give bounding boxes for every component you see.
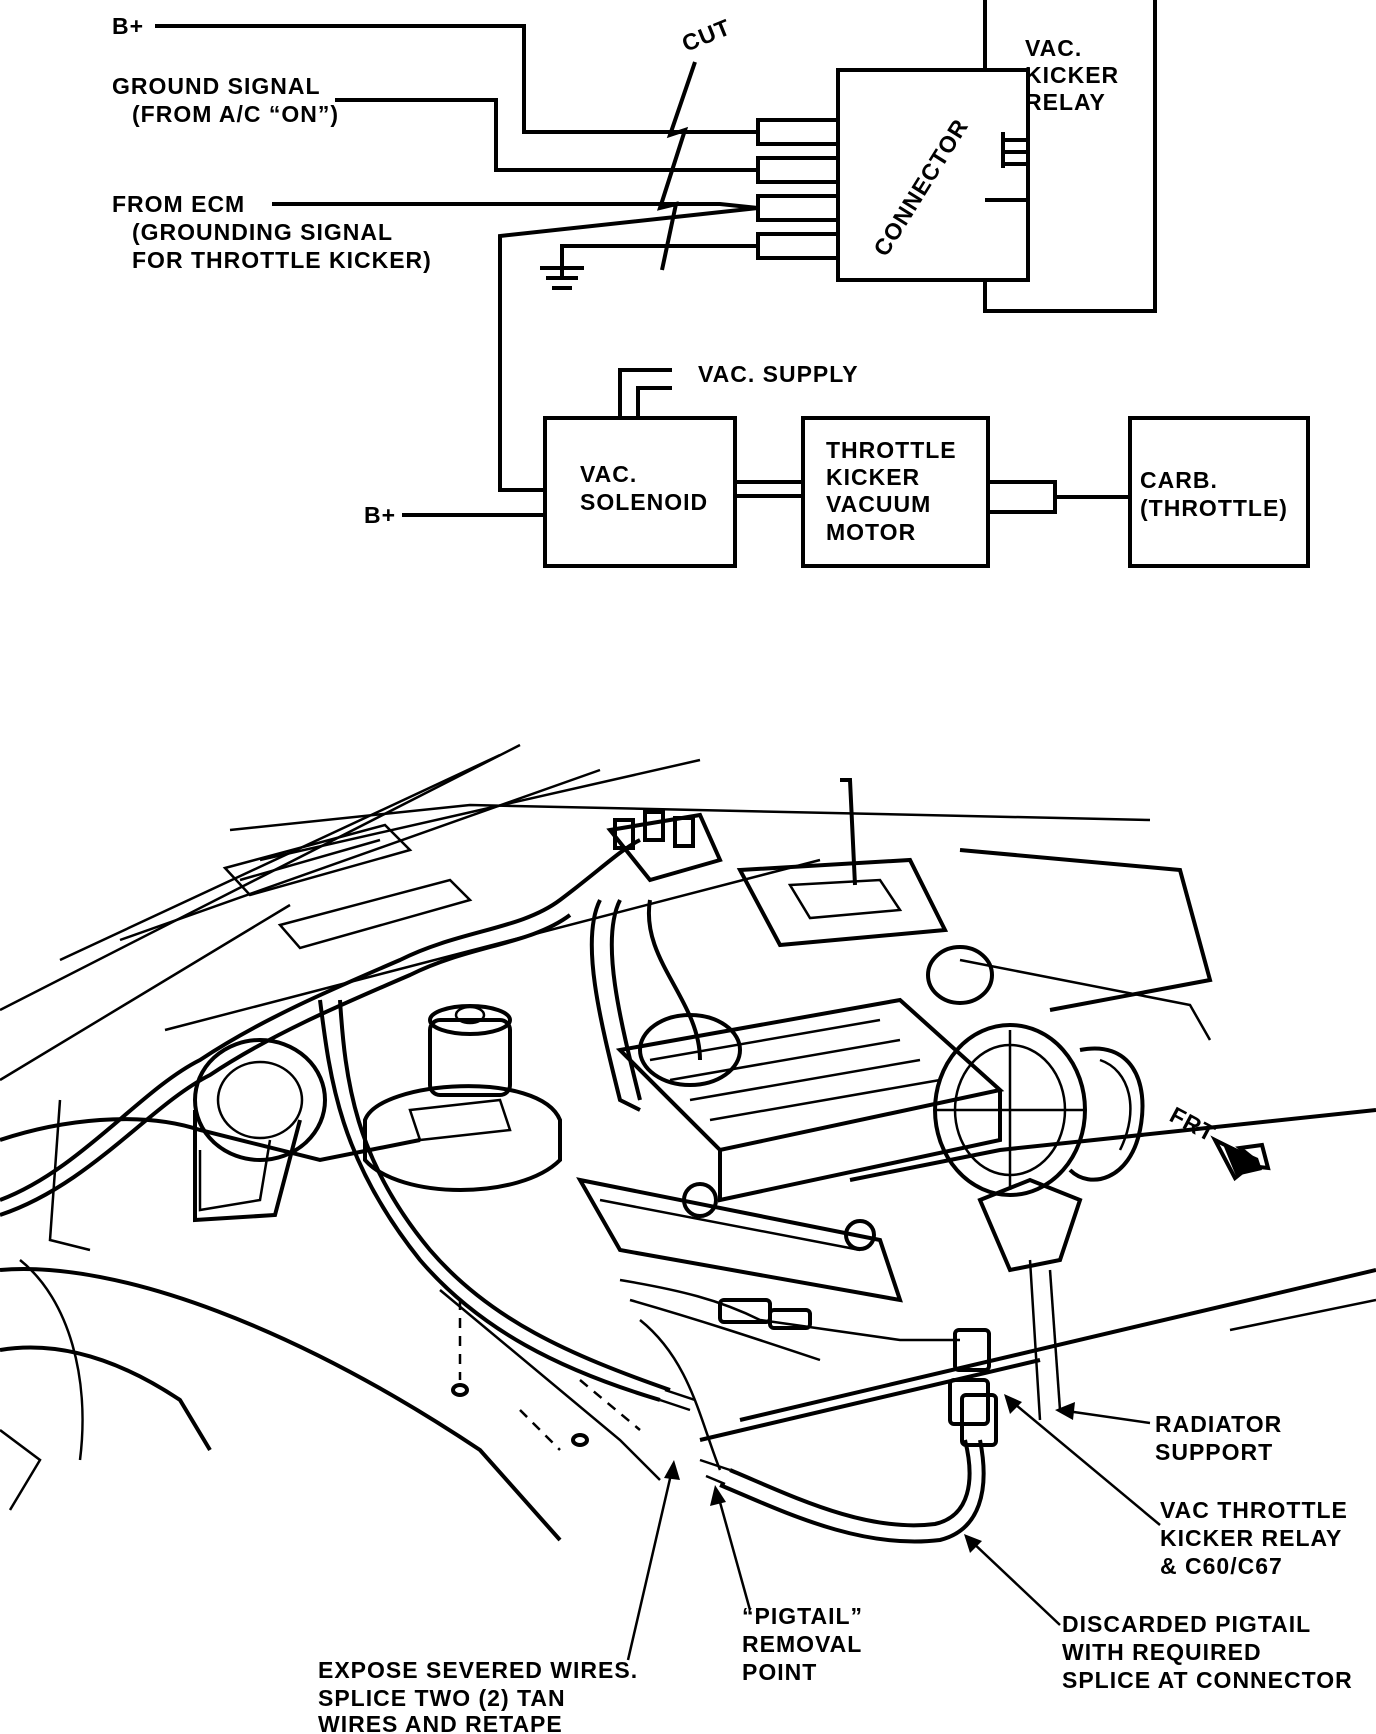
expose-wires-label-2: SPLICE TWO (2) TAN [318, 1685, 566, 1711]
expose-wires-label-1: EXPOSE SEVERED WIRES. [318, 1657, 638, 1683]
relay-callout-label-1: VAC THROTTLE [1160, 1497, 1348, 1523]
relay-callout-label-3: & C60/C67 [1160, 1553, 1283, 1579]
relay-callout-label-2: KICKER RELAY [1160, 1525, 1342, 1551]
distributor [589, 810, 742, 1112]
discarded-pigtail-label-2: WITH REQUIRED [1062, 1639, 1262, 1665]
relay-label-3: RELAY [1025, 89, 1106, 115]
ground-signal-label-2: (FROM A/C “ON”) [132, 101, 339, 127]
solenoid-feed-wire [498, 206, 759, 492]
cowl-vents [222, 823, 473, 950]
radiator-support-label-1: RADIATOR [1155, 1411, 1282, 1437]
cut-line [656, 61, 697, 271]
motor-label-4: MOTOR [826, 519, 916, 545]
b-plus-bottom-label: B+ [364, 502, 396, 528]
ground-symbol-icon [540, 266, 584, 290]
connector-pins [756, 118, 840, 260]
wiring-schematic: B+ GROUND SIGNAL (FROM A/C “ON”) FROM EC… [112, 0, 1310, 568]
solenoid-label-2: SOLENOID [580, 489, 708, 515]
b-plus-top-label: B+ [112, 13, 144, 39]
vac-supply-label: VAC. SUPPLY [698, 361, 859, 387]
radiator-support [699, 1108, 1376, 1442]
pigtail-removal-label-1: “PIGTAIL” [742, 1603, 863, 1629]
left-strut-tower [193, 1038, 327, 1223]
left-fender [0, 1099, 661, 1542]
b-plus-wire [155, 24, 758, 134]
from-ecm-label: FROM ECM [112, 191, 245, 217]
pigtail-removal-label-2: REMOVAL [742, 1631, 862, 1657]
connector-box [836, 68, 1030, 282]
cut-label: CUT [678, 14, 734, 57]
from-ecm-label-3: FOR THROTTLE KICKER) [132, 247, 432, 273]
callout-arrows [626, 1394, 1161, 1661]
engine-block [576, 997, 1005, 1303]
reservoir [363, 1084, 562, 1192]
throttle-kicker-motor-box [801, 416, 990, 568]
motor-label-1: THROTTLE [826, 437, 957, 463]
pigtail-harness [699, 1439, 986, 1544]
relay-label-1: VAC. [1025, 35, 1082, 61]
vac-solenoid-box [543, 416, 737, 568]
ecm-wire [272, 202, 759, 210]
engine-bay-illustration: FRT RADIATOR SUPPORT VAC THROTTLE KICKER… [0, 743, 1376, 1734]
from-ecm-label-2: (GROUNDING SIGNAL [132, 219, 393, 245]
alternator [933, 1023, 1145, 1197]
expose-wires-label-3: WIRES AND RETAPE [318, 1711, 563, 1734]
canister [428, 1004, 512, 1097]
carb-label-2: (THROTTLE) [1140, 495, 1288, 521]
motor-label-3: VACUUM [826, 491, 931, 517]
relay-label-2: KICKER [1025, 62, 1119, 88]
carb-throttle-box [1128, 416, 1310, 568]
mounting-dashes [451, 1300, 641, 1451]
frt-label: FRT [1166, 1101, 1220, 1146]
discarded-pigtail-label-1: DISCARDED PIGTAIL [1062, 1611, 1311, 1637]
carburetor [736, 778, 1213, 1041]
discarded-pigtail-label-3: SPLICE AT CONNECTOR [1062, 1667, 1353, 1693]
radiator-support-label-2: SUPPORT [1155, 1439, 1273, 1465]
engine-wires [619, 1278, 960, 1471]
ground-signal-wire [335, 98, 758, 172]
cowl-lines [0, 743, 1151, 1082]
ground-signal-label: GROUND SIGNAL [112, 73, 321, 99]
front-arrow-icon [1210, 1135, 1271, 1182]
motor-label-2: KICKER [826, 464, 920, 490]
relay-symbol-icon [985, 132, 1030, 220]
carb-label-1: CARB. [1140, 467, 1218, 493]
main-harness [0, 838, 696, 1412]
pigtail-removal-label-3: POINT [742, 1659, 817, 1685]
solenoid-label-1: VAC. [580, 461, 637, 487]
kicker-relay-part [948, 1328, 998, 1447]
ground-wire [560, 244, 758, 276]
vac-supply-line [618, 368, 672, 418]
